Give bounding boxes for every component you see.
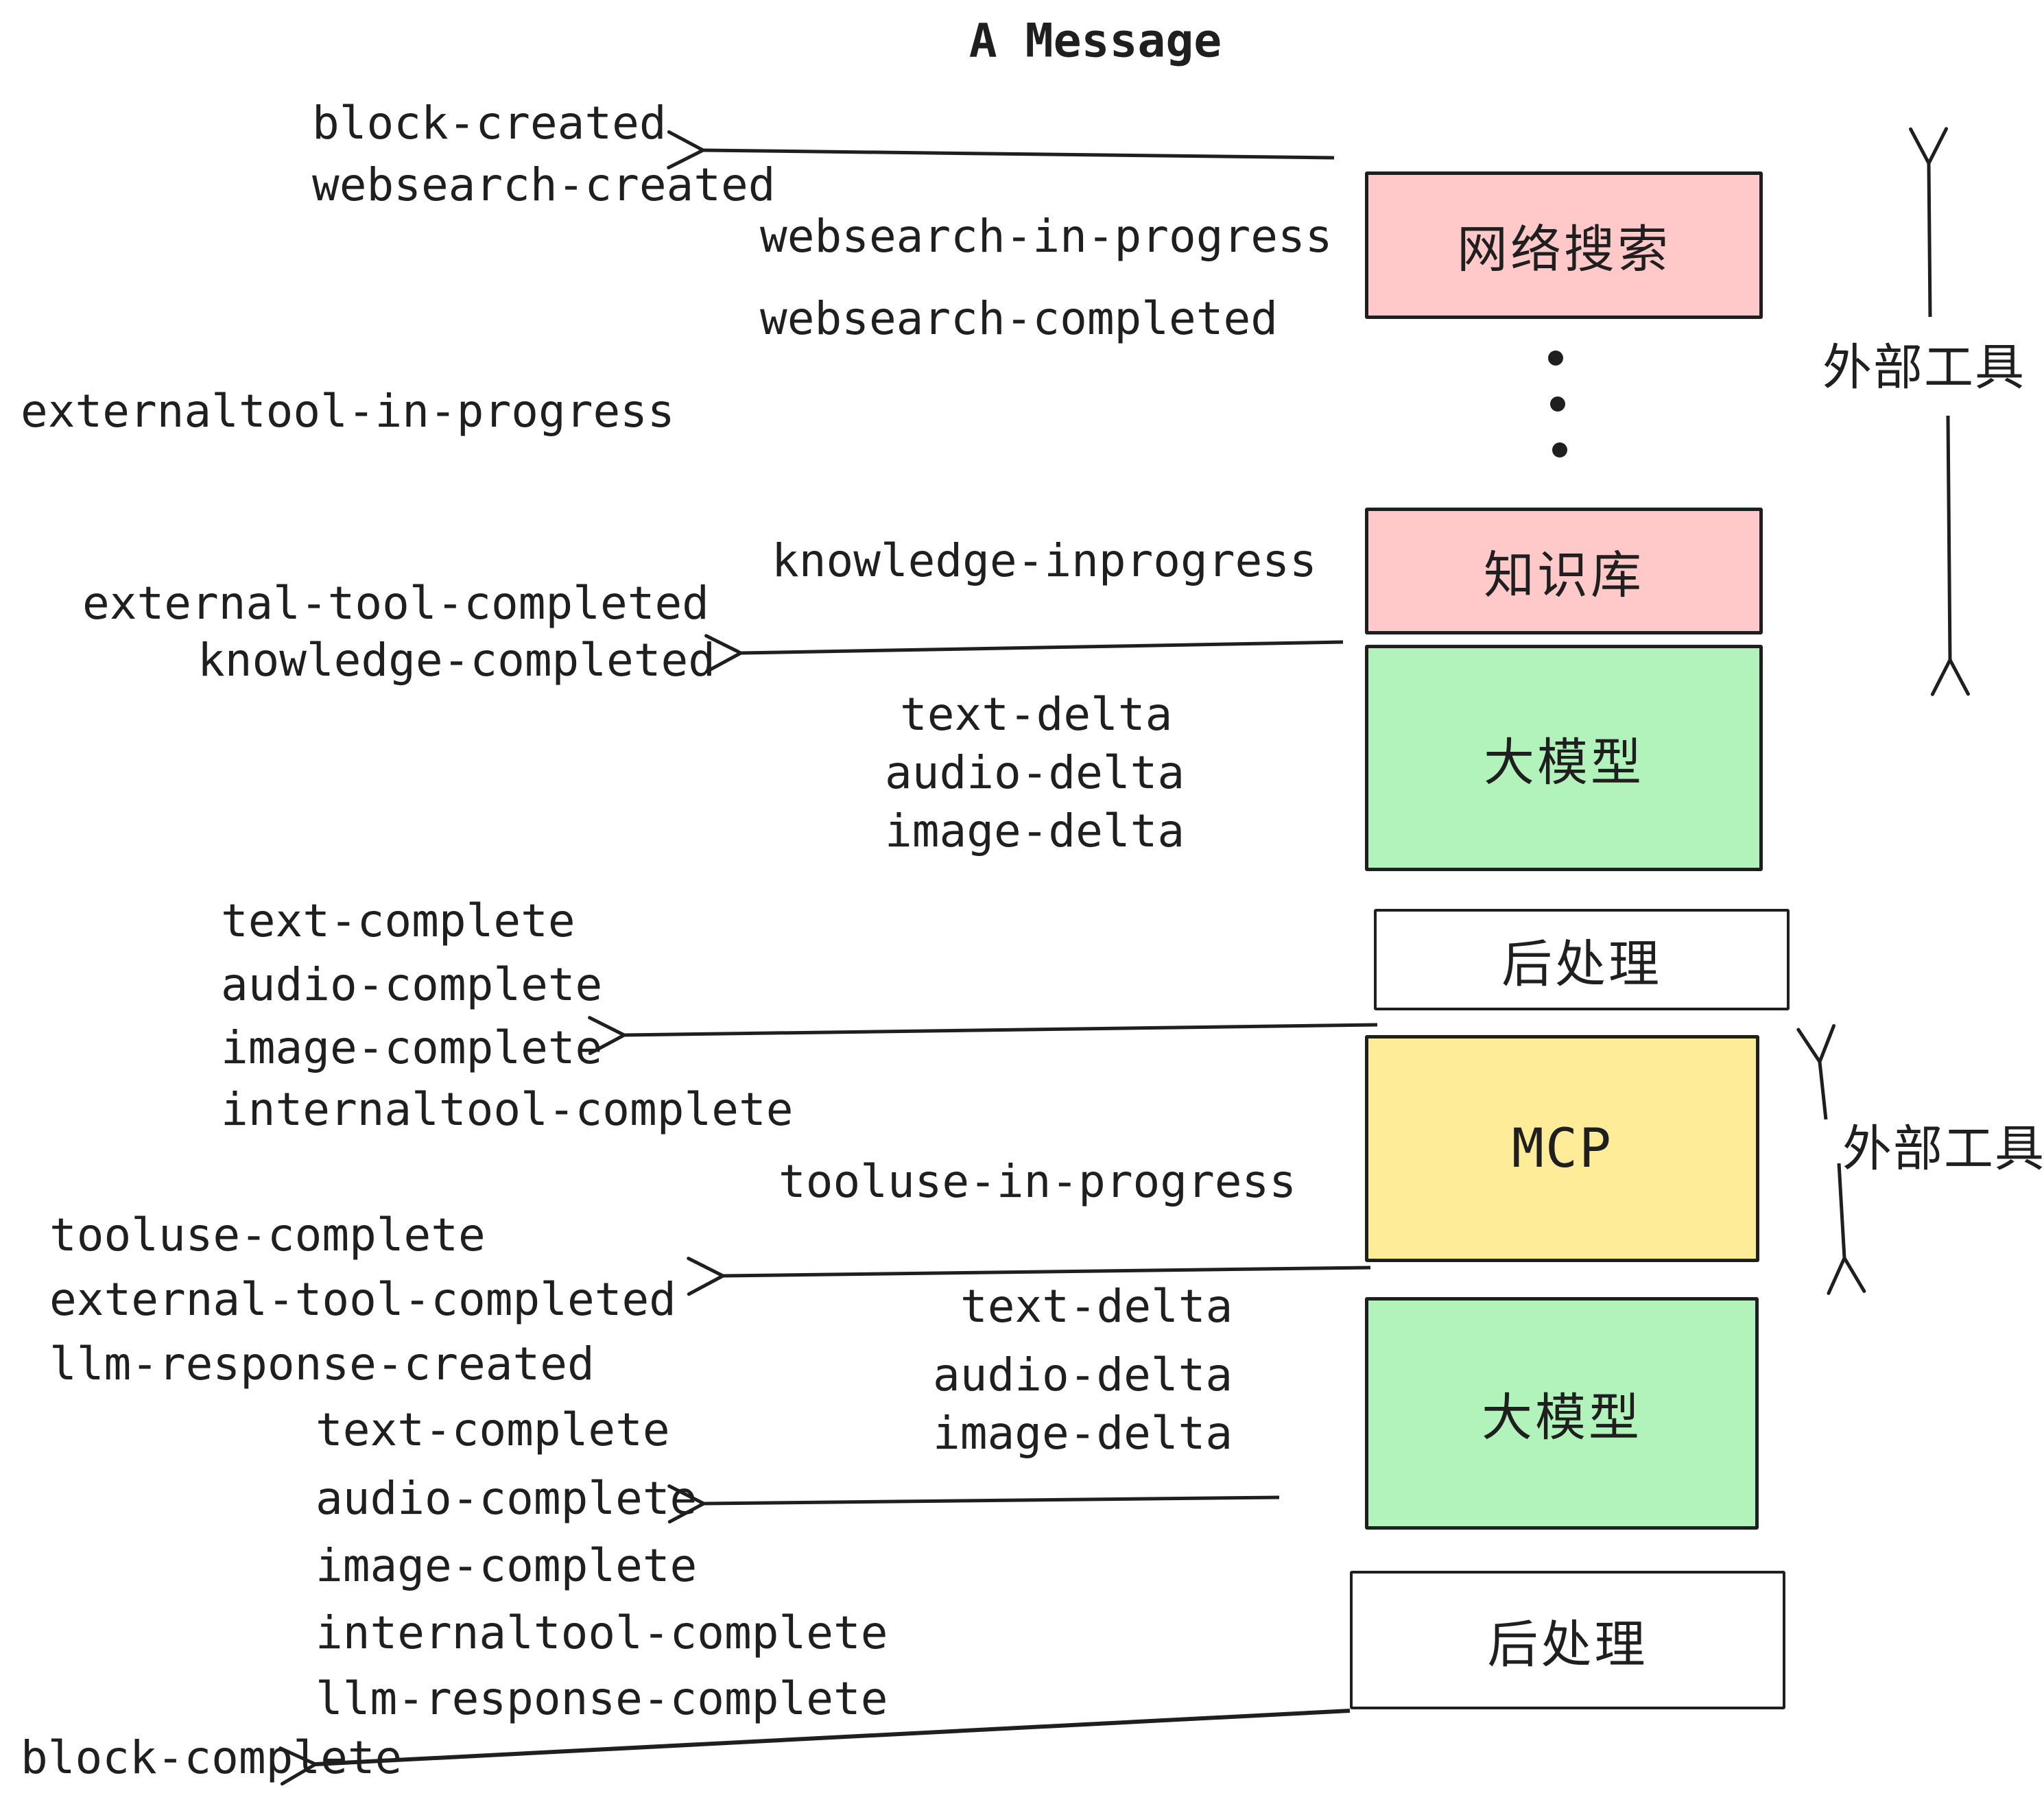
box-websearch: 网络搜索: [1365, 171, 1763, 319]
event-image-delta-2: image-delta: [933, 1407, 1233, 1460]
event-internaltool-complete: internaltool-complete: [221, 1083, 794, 1136]
box-mcp-label: MCP: [1512, 1117, 1613, 1180]
event-text-complete: text-complete: [221, 894, 575, 947]
event-internaltool-complete-2: internaltool-complete: [316, 1606, 888, 1659]
left-arrow-image-complete-icon: [588, 1016, 1378, 1056]
box-websearch-label: 网络搜索: [1457, 220, 1671, 279]
event-audio-complete-2: audio-complete: [316, 1472, 698, 1525]
event-image-delta: image-delta: [885, 805, 1185, 857]
event-block-created: block-created: [312, 97, 667, 150]
box-llm-2-label: 大模型: [1482, 1388, 1642, 1447]
up-arrow-external-tools-2-icon: [1796, 1024, 1836, 1120]
box-post-1: 后处理: [1374, 909, 1790, 1010]
box-llm-1-label: 大模型: [1484, 733, 1644, 792]
event-audio-delta-2: audio-delta: [933, 1349, 1233, 1401]
box-post-2-label: 后处理: [1487, 1615, 1648, 1674]
event-text-delta: text-delta: [900, 688, 1173, 741]
left-arrow-knowledge-completed-icon: [704, 634, 1344, 674]
box-knowledge: 知识库: [1365, 508, 1763, 634]
event-llm-response-complete: llm-response-complete: [316, 1672, 888, 1725]
event-knowledge-completed: knowledge-completed: [198, 634, 715, 687]
left-arrow-websearch-created-icon: [667, 130, 1335, 169]
box-llm-2: 大模型: [1365, 1297, 1759, 1530]
box-knowledge-label: 知识库: [1484, 546, 1644, 605]
left-arrow-audio-complete-icon: [667, 1484, 1280, 1524]
event-text-complete-2: text-complete: [316, 1403, 670, 1456]
page-title: A Message: [968, 14, 1222, 69]
down-arrow-external-tools-1-icon: [1930, 415, 1970, 696]
box-llm-1: 大模型: [1365, 645, 1763, 871]
event-websearch-in-progress: websearch-in-progress: [760, 210, 1333, 263]
event-text-delta-2: text-delta: [960, 1280, 1233, 1333]
event-websearch-completed: websearch-completed: [760, 292, 1278, 345]
box-post-1-label: 后处理: [1501, 934, 1662, 994]
event-knowledge-inprogress: knowledge-inprogress: [772, 534, 1317, 587]
event-audio-complete: audio-complete: [221, 958, 603, 1011]
left-arrow-tooluse-complete-icon: [687, 1257, 1371, 1296]
event-image-complete: image-complete: [221, 1021, 603, 1074]
event-llm-response-created: llm-response-created: [49, 1338, 595, 1390]
event-image-complete-2: image-complete: [316, 1539, 698, 1592]
event-tooluse-complete: tooluse-complete: [49, 1209, 486, 1261]
side-label-external-tools-2: 外部工具: [1842, 1119, 2044, 1178]
event-externaltool-in-progress: externaltool-in-progress: [21, 385, 675, 438]
vertical-ellipsis-icon: [1548, 351, 1567, 458]
event-tooluse-in-progress: tooluse-in-progress: [779, 1155, 1296, 1208]
event-audio-delta: audio-delta: [885, 746, 1185, 799]
event-block-complete: block-complete: [21, 1731, 403, 1784]
box-mcp: MCP: [1365, 1035, 1759, 1262]
side-label-external-tools-1: 外部工具: [1822, 338, 2026, 396]
up-arrow-external-tools-1-icon: [1909, 127, 1949, 318]
event-external-tool-completed-2: external-tool-completed: [49, 1273, 676, 1326]
box-post-2: 后处理: [1350, 1571, 1785, 1709]
event-external-tool-completed: external-tool-completed: [82, 577, 709, 630]
event-websearch-created: websearch-created: [312, 158, 776, 211]
